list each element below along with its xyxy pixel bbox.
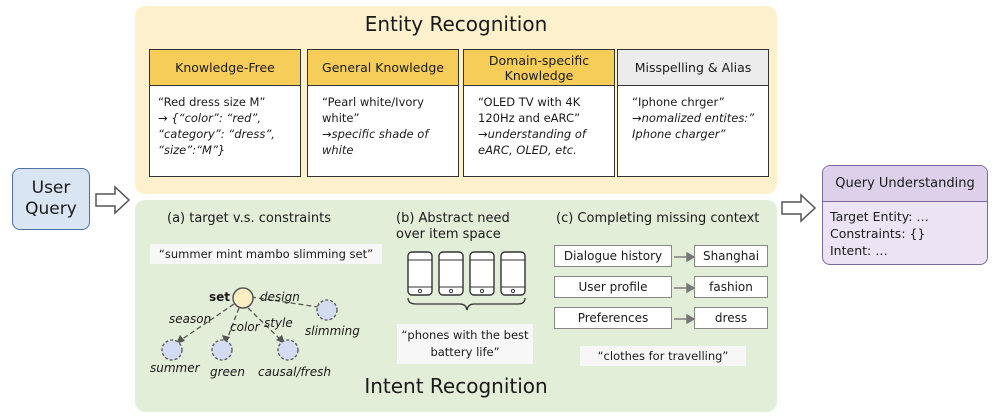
season-edge — [177, 303, 235, 343]
context-arrows — [674, 251, 696, 325]
travel-query: “clothes for travelling” — [580, 346, 746, 366]
constraints-line: Constraints: {} — [830, 226, 926, 241]
card-body: “Red dress size M” → {“color”: “red”, “c… — [158, 94, 294, 158]
phone-icon — [500, 251, 526, 296]
knowledge-free-card: Knowledge-Free “Red dress size M” → {“co… — [149, 49, 301, 177]
domain-specific-knowledge-card: Domain-specific Knowledge “OLED TV with … — [463, 49, 615, 177]
center-node — [232, 287, 254, 309]
card-result: → {“color”: “red”, “category”: “dress”, … — [158, 111, 275, 157]
entity-graph — [161, 287, 338, 361]
card-body: “OLED TV with 4K 120Hz and eARC” →unders… — [478, 94, 608, 158]
brace — [407, 297, 526, 311]
phone-icon — [407, 251, 433, 296]
style-edge-label: style — [264, 316, 293, 330]
intent-line: Intent: … — [830, 243, 888, 258]
card-example: “Pearl white/Ivory white” — [322, 95, 424, 125]
arrowhead — [176, 335, 185, 344]
card-example: “Iphone chrger” — [632, 95, 725, 109]
summer-node — [161, 339, 183, 361]
right-arrow-icon — [95, 185, 131, 215]
card-example: “Red dress size M” — [158, 95, 266, 109]
entity-recognition-title: Entity Recognition — [364, 12, 548, 36]
color-edge — [225, 307, 240, 343]
target-entity-line: Target Entity: … — [830, 209, 929, 224]
misspelling-alias-card: Misspelling & Alias “Iphone chrger” →nom… — [617, 49, 769, 177]
style-edge — [247, 307, 284, 343]
user-query-box: User Query — [12, 168, 90, 230]
target-vs-constraints-subtitle: (a) target v.s. constraints — [167, 211, 331, 226]
design-edge-label: design — [260, 290, 300, 304]
user-profile-box: User profile — [554, 276, 672, 298]
shanghai-box: Shanghai — [694, 245, 768, 267]
card-result: →understanding of eARC, OLED, etc. — [478, 127, 586, 157]
arrowhead — [222, 335, 230, 344]
season-edge-label: season — [169, 312, 212, 326]
phone-icon — [469, 251, 495, 296]
causal-fresh-node-label: causal/fresh — [258, 365, 331, 379]
card-body: “Pearl white/Ivory white” →specific shad… — [322, 94, 452, 158]
card-header: Domain-specific Knowledge — [464, 50, 614, 86]
dress-box: dress — [694, 307, 768, 329]
slimming-node — [316, 299, 338, 321]
color-edge-label: color — [230, 320, 260, 334]
green-node — [211, 339, 233, 361]
fashion-box: fashion — [694, 276, 768, 298]
card-example: “OLED TV with 4K 120Hz and eARC” — [478, 95, 581, 125]
summer-node-label: summer — [150, 361, 200, 375]
center-node-label: set — [209, 290, 231, 304]
abstract-need-subtitle: (b) Abstract need over item space — [396, 211, 510, 242]
arrow-right-icon — [686, 251, 696, 263]
right-arrow-icon — [781, 193, 817, 223]
query-understanding-title: Query Understanding — [823, 166, 987, 202]
phones-illustration — [407, 251, 526, 311]
card-header: Misspelling & Alias — [618, 50, 768, 86]
missing-context-subtitle: (c) Completing missing context — [556, 211, 760, 226]
card-result: →nomalized entites:” Iphone charger” — [632, 111, 755, 141]
arrow-right-icon — [686, 282, 696, 294]
card-header: General Knowledge — [308, 50, 458, 86]
green-node-label: green — [210, 365, 245, 379]
user-query-label: User Query — [25, 178, 77, 219]
card-result: →specific shade of white — [322, 127, 429, 157]
slimming-node-label: slimming — [305, 324, 360, 338]
dialogue-history-box: Dialogue history — [554, 245, 672, 267]
general-knowledge-card: General Knowledge “Pearl white/Ivory whi… — [307, 49, 459, 177]
arrow-right-icon — [686, 313, 696, 325]
card-header: Knowledge-Free — [150, 50, 300, 86]
preferences-box: Preferences — [554, 307, 672, 329]
intent-recognition-title: Intent Recognition — [364, 374, 548, 398]
summer-set-query: “summer mint mambo slimming set” — [150, 244, 382, 264]
card-body: “Iphone chrger” →nomalized entites:” Iph… — [632, 94, 762, 142]
design-edge — [250, 296, 326, 309]
causal-fresh-node — [277, 339, 299, 361]
battery-query: “phones with the best battery life” — [397, 324, 533, 364]
phone-icon — [438, 251, 464, 296]
